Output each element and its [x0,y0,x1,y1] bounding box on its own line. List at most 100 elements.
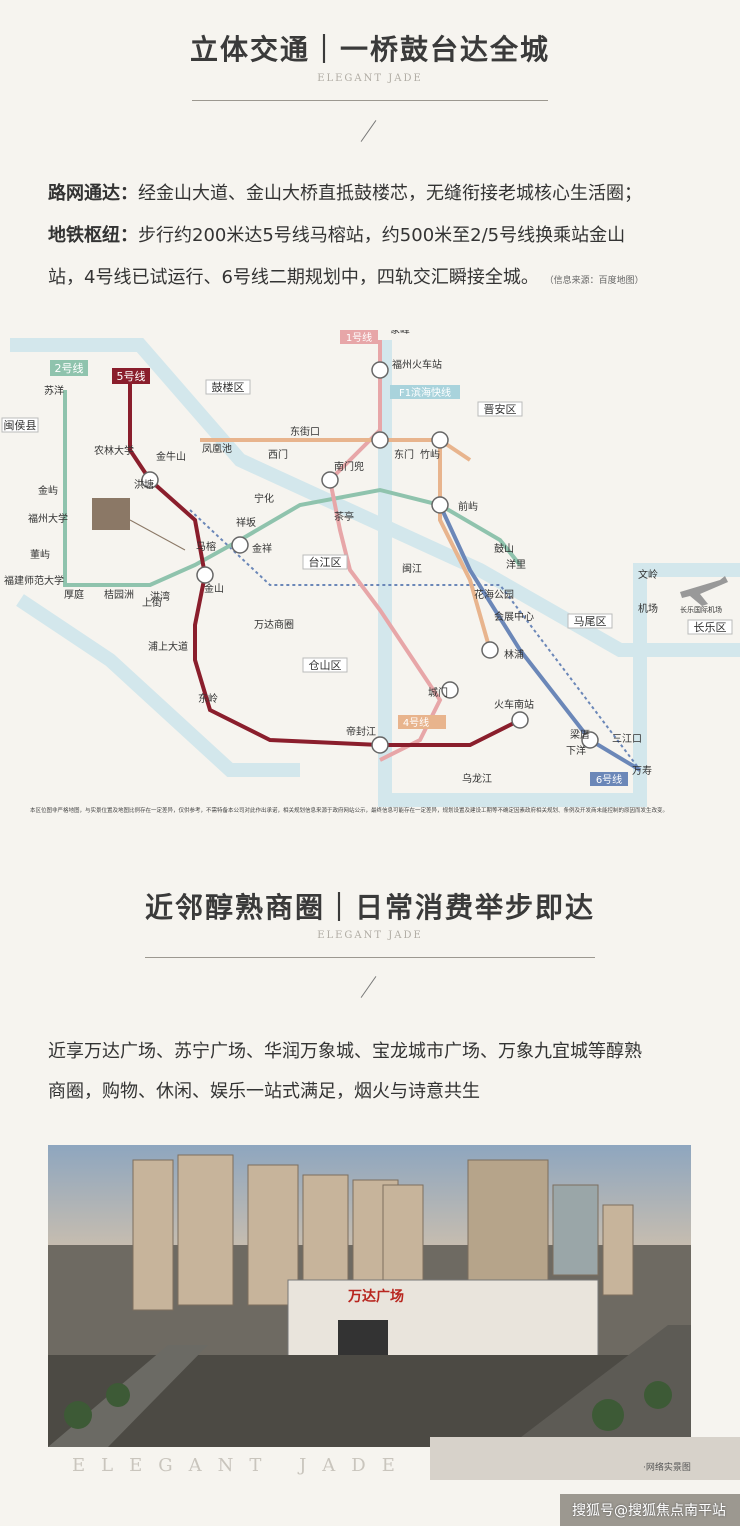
city-photo-illustration: 万达广场 [48,1145,691,1447]
station-label: 福建师范大学 [4,574,64,587]
section-subtitle-commerce: ELEGANT JADE [317,930,423,941]
road-text: 经金山大道、金山大桥直抵鼓楼芯，无缝衔接老城核心生活圈； [138,183,642,204]
station-label: 农林大学 [94,444,134,457]
wanda-plaza-photo: 万达广场 [48,1145,691,1447]
badge-line-4: 4号线 [403,716,429,729]
district-gulou: 鼓楼区 [212,380,245,394]
transfer-station [371,361,389,379]
badge-line-5: 5号线 [117,369,146,383]
project-pointer [129,519,186,551]
station-label: 金山 [204,582,224,595]
title-divider [192,100,548,101]
source-note: （信息来源：百度地图） [544,276,644,286]
transfer-station [371,736,389,754]
section-title-commerce: 近邻醇熟商圈｜日常消费举步即达 [144,891,595,924]
transfer-station [511,711,529,729]
transfer-station [196,566,214,584]
footer-band [560,1494,740,1526]
station-label: 东岭 [198,692,218,705]
station-label: 西门 [268,448,288,461]
station-label: 帝封江 [346,725,376,738]
commerce-line-1: 近享万达广场、苏宁广场、华润万象城、宝龙城市广场、万象九宜城等醇熟 [48,1041,642,1062]
metro-line: 地铁枢纽：步行约200米达5号线马榕站，约500米至2/5号线换乘站金山 [48,218,698,254]
slash-ornament [360,120,377,142]
station-label: 闽江 [402,562,422,575]
station-label: 东门 [394,448,414,461]
transfer-station [581,731,599,749]
station-label: 三江口 [612,733,642,745]
station-label: 万达商圈 [254,618,294,631]
district-mawei: 马尾区 [574,615,607,628]
station-label: 金牛山 [156,450,186,463]
station-label: 金屿 [38,484,58,497]
map-disclaimer: 本区位图非严格地图，与实景位置及地图比例存在一定差异，仅供参考，不需特备本公司对… [30,806,668,814]
transfer-station [371,431,389,449]
badge-line-f1: F1滨海快线 [399,386,451,399]
badge-line-6: 6号线 [596,773,622,786]
transfer-station [481,641,499,659]
district-minhou: 闽侯县 [4,418,37,432]
station-label: 金祥 [252,542,272,555]
section-title-traffic: 立体交通｜一桥鼓台达全城 [189,33,550,66]
station-label: 鼓山 [494,542,514,555]
station-label: 乌龙江 [462,772,492,785]
badge-line-1: 1号线 [346,331,372,344]
commerce-paragraph: 近享万达广场、苏宁广场、华润万象城、宝龙城市广场、万象九宜城等醇熟 商圈，购物、… [48,1032,698,1112]
station-label: 董屿 [30,548,50,561]
line-6-path [438,504,642,772]
airplane-icon [680,576,728,606]
district-jinan: 晋安区 [484,402,517,416]
station-label: 前屿 [458,500,478,513]
map-band-2 [378,340,740,807]
station-label: 洪湾 [150,590,170,603]
line-1-path [327,340,443,762]
station-label: 苏洋 [44,384,64,397]
transfer-station [231,536,249,554]
station-label: 机场 [638,602,658,615]
road-label: 路网通达： [48,183,138,204]
station-label: 火车南站 [494,698,534,711]
station-label: 梁厝 [570,728,590,741]
project-marker [92,498,130,530]
sohu-footer-text: 搜狐号@搜狐焦点南平站 [572,1503,726,1519]
caption-band [430,1437,740,1480]
transfer-station [431,496,449,514]
district-changle: 长乐区 [694,621,727,634]
station-label: 祥坂 [236,516,256,529]
transfer-station [141,471,159,489]
station-label: 福州火车站 [392,358,442,371]
badge-line-2: 2号线 [55,361,84,375]
metro-label: 地铁枢纽： [48,225,138,246]
line-badges: 2号线 5号线 1号线 F1滨海快线 4号线 6号线 [50,330,628,786]
station-label: 下洋 [566,744,586,757]
station-label: 南门兜 [334,460,364,473]
road-line: 路网通达：经金山大道、金山大桥直抵鼓楼芯，无缝衔接老城核心生活圈； [48,176,698,212]
map-band-3 [16,594,300,777]
metro-map: 2号线 5号线 1号线 F1滨海快线 4号线 6号线 闽侯县 鼓楼区 晋安区 台… [1,330,740,814]
station-label: 象峰 [390,330,410,336]
station-label: 浦上大道 [148,640,188,653]
station-label: 桔园洲 [104,588,134,601]
district-taijiang: 台江区 [309,555,342,569]
photo-caption: ·网络实景图 [643,1463,691,1473]
station-label: 林浦 [504,648,524,661]
station-label: 茶亭 [334,510,354,523]
station-label: 竹屿 [420,448,440,461]
station-label: 城门 [428,686,448,699]
transfer-station [321,471,339,489]
station-label: 厚庭 [64,588,84,601]
station-label: 上街 [142,596,162,609]
line-2-path [63,390,522,587]
station-label: 花海公园 [474,588,514,601]
station-label: 万寿 [632,764,652,777]
metro-text-1: 步行约200米达5号线马榕站，约500米至2/5号线换乘站金山 [138,225,626,246]
district-cangshan: 仓山区 [309,658,342,672]
transfer-station [441,681,459,699]
title-divider-2 [145,957,595,958]
station-label: 文岭 [638,568,658,581]
station-label: 马榕 [196,540,216,553]
slash-ornament-2 [360,976,377,998]
commerce-line-2: 商圈，购物、休闲、娱乐一站式满足，烟火与诗意共生 [48,1081,480,1102]
station-label: 福州大学 [28,512,68,525]
station-label: 洪塘 [134,478,154,491]
